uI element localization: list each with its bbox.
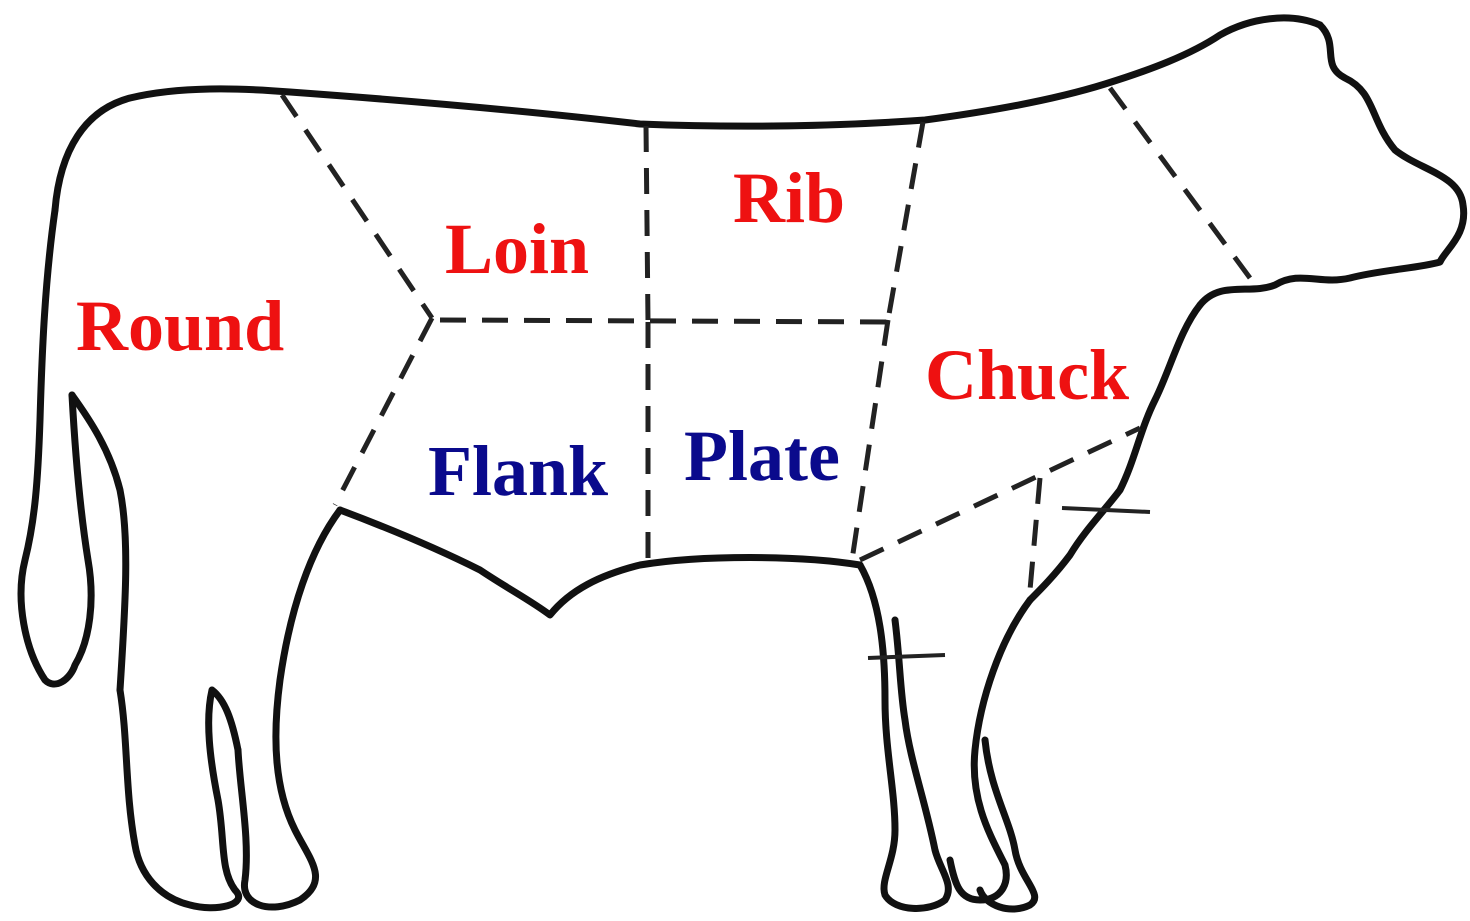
- round-loin-boundary: [282, 95, 432, 318]
- belly: [340, 510, 860, 615]
- label-loin: Loin: [445, 209, 589, 289]
- neck-boundary: [1110, 88, 1250, 278]
- round-flank-boundary: [335, 318, 432, 505]
- loin-rib-boundary: [646, 126, 648, 322]
- rump: [21, 210, 91, 684]
- tick-foreshank: [868, 655, 945, 658]
- label-rib: Rib: [733, 158, 845, 238]
- cut-labels: Round Loin Rib Chuck Flank Plate: [76, 158, 1129, 511]
- label-chuck: Chuck: [925, 335, 1129, 415]
- far-hind-leg: [120, 690, 239, 908]
- plate-chuck-boundary: [852, 320, 888, 560]
- chuck-brisket-boundary: [860, 428, 1140, 560]
- back-line: [55, 18, 1320, 210]
- label-plate: Plate: [684, 416, 840, 496]
- label-flank: Flank: [428, 431, 608, 511]
- rib-chuck-boundary: [888, 122, 923, 320]
- hind-leg: [238, 510, 340, 907]
- front-leg: [860, 565, 948, 908]
- tick-brisket: [1062, 508, 1150, 512]
- label-round: Round: [76, 286, 284, 366]
- upper-lower-boundary: [440, 320, 895, 322]
- shank-boundary: [1030, 478, 1040, 590]
